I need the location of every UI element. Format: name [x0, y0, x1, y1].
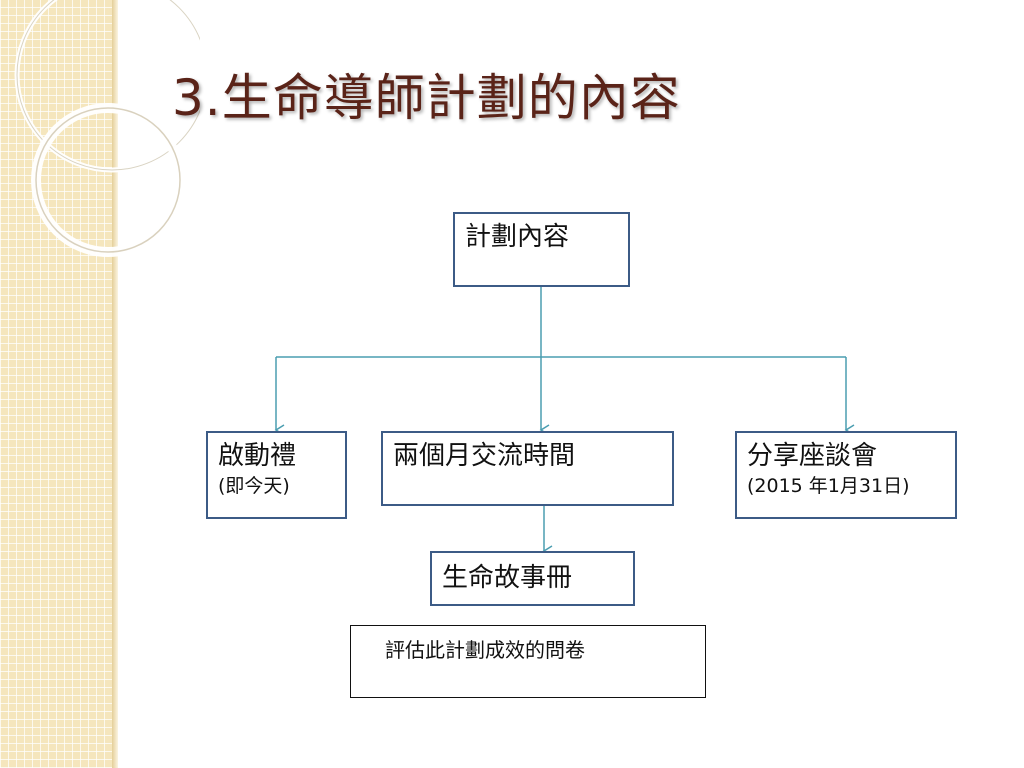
child-node-label: 生命故事冊: [442, 563, 573, 593]
branch-node-sharing-session: 分享座談會 (2015 年1月31日): [735, 431, 957, 519]
slide-title: 3.生命導師計劃的內容: [172, 69, 681, 127]
ring-large-outline: [16, 0, 200, 171]
root-node: 計劃內容: [453, 212, 630, 287]
note-box-evaluation-questionnaire: 評估此計劃成效的問卷: [350, 625, 706, 698]
ring-medium-outline: [35, 107, 181, 253]
branch-node-launch-ceremony: 啟動禮 (即今天): [206, 431, 347, 519]
branch-node-label: 兩個月交流時間: [393, 441, 576, 471]
decorative-rings: [14, 0, 200, 257]
branch-node-sub: (2015 年1月31日): [747, 475, 910, 497]
root-node-label: 計劃內容: [465, 222, 570, 252]
sidebar-edge: [112, 0, 118, 768]
branch-node-label: 分享座談會: [747, 441, 878, 471]
note-box-label: 評估此計劃成效的問卷: [385, 638, 585, 662]
child-node-life-story-book: 生命故事冊: [430, 551, 635, 606]
branch-node-sub: (即今天): [218, 475, 290, 497]
branch-node-exchange-period: 兩個月交流時間: [381, 431, 674, 506]
branch-node-label: 啟動禮: [218, 441, 297, 471]
